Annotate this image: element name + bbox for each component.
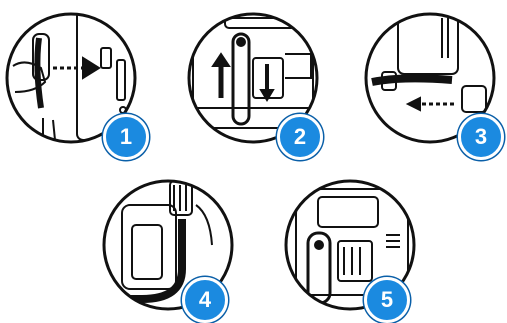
step-5-panel: 5: [282, 175, 422, 315]
step-number-badge: 5: [364, 277, 410, 323]
step-number-badge: 3: [458, 114, 504, 160]
step-number-badge: 1: [103, 114, 149, 160]
step-3-panel: 3: [362, 8, 507, 148]
step-2-panel: 2: [185, 8, 325, 148]
step-4-panel: 4: [100, 175, 240, 315]
step-number-badge: 4: [182, 277, 228, 323]
step-1-panel: 1: [3, 8, 143, 148]
step-number-badge: 2: [277, 114, 323, 160]
